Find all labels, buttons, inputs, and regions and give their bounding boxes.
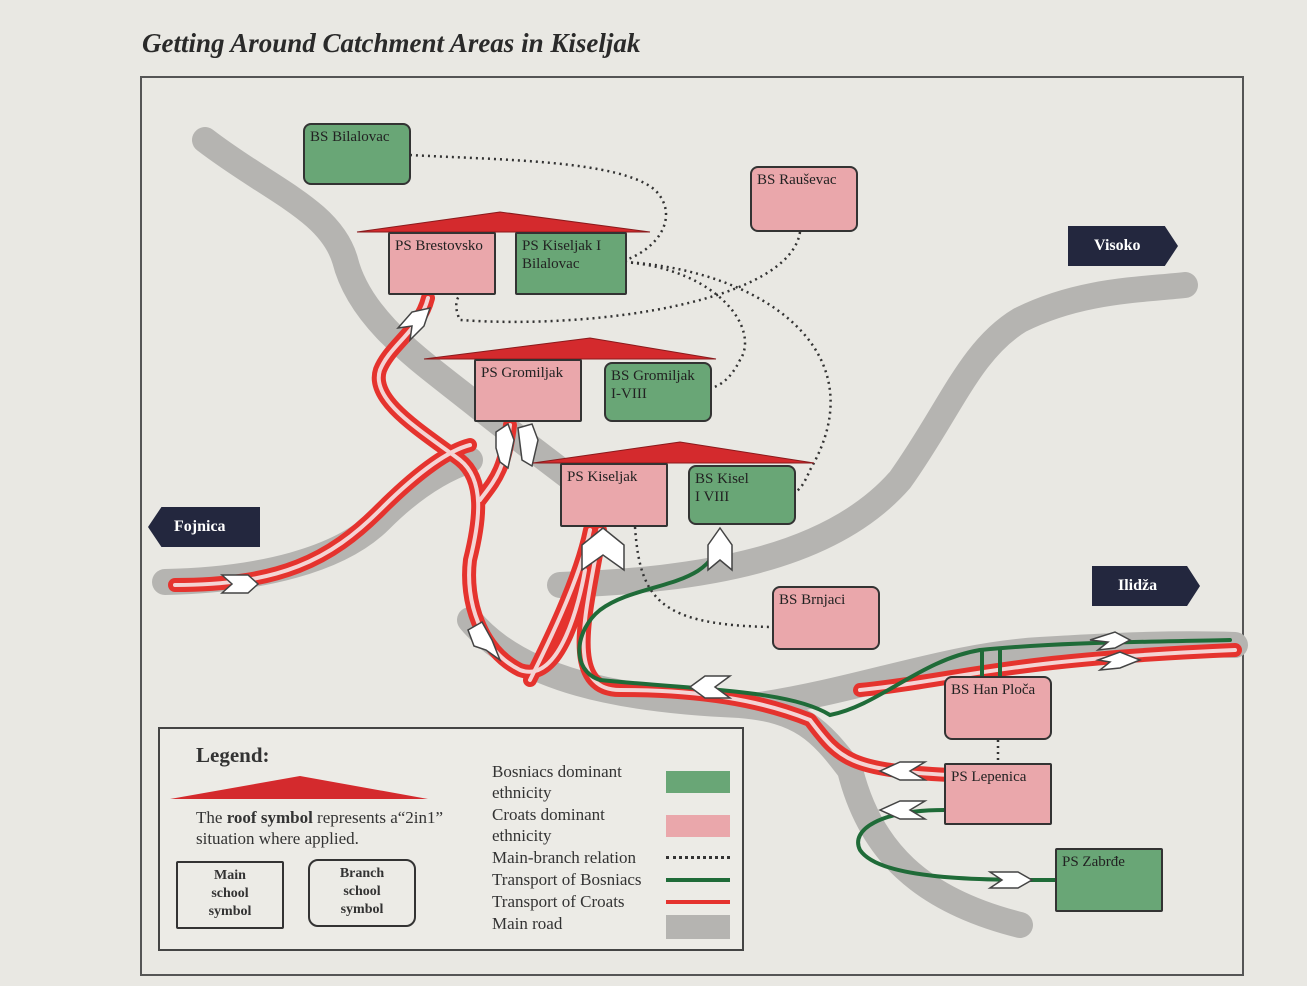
legend-main-branch: Main-branch relation bbox=[492, 848, 636, 867]
relation-rausevac-brestovsko bbox=[455, 231, 802, 324]
arrow-east-2 bbox=[1095, 651, 1143, 671]
relation-kiseljak-brnjaci bbox=[633, 526, 773, 629]
legend-title: Legend: bbox=[196, 743, 270, 767]
school-label-line2: I-VIII bbox=[611, 386, 647, 402]
legend-swatch-bosniac bbox=[666, 771, 730, 793]
arrow-west bbox=[220, 574, 260, 594]
roof-brestovsko bbox=[356, 211, 651, 233]
school-box-bs-han-ploca: BS Han Ploča bbox=[944, 676, 1052, 740]
main-branch-relation-layer bbox=[409, 153, 1000, 763]
page-title: Getting Around Catchment Areas in Kiselj… bbox=[142, 28, 641, 58]
destination-ilidza: Ilidža bbox=[1092, 566, 1200, 606]
arrow-south-west bbox=[467, 620, 502, 663]
destination-label: Visoko bbox=[1094, 237, 1141, 254]
legend-branch-school-symbol: Branch school symbol bbox=[308, 859, 416, 927]
school-label: PS Zabrđe bbox=[1062, 854, 1125, 870]
school-box-ps-gromiljak: PS Gromiljak bbox=[474, 359, 582, 422]
legend-swatch-transport-bosniacs bbox=[666, 878, 730, 882]
school-box-bs-brnjaci: BS Brnjaci bbox=[772, 586, 880, 650]
relation-kiseljak-i-kisel bbox=[624, 260, 832, 494]
croat-transport-layer bbox=[168, 291, 1242, 782]
legend-swatch-main-branch bbox=[666, 856, 730, 859]
arrow-gromiljak-2 bbox=[517, 423, 539, 468]
bosniac-route-zabrde bbox=[856, 808, 1057, 882]
school-label: PS Brestovsko bbox=[395, 238, 483, 254]
school-label-line2: I VIII bbox=[695, 489, 730, 505]
school-label: BS Rauševac bbox=[757, 172, 837, 188]
destination-visoko: Visoko bbox=[1068, 226, 1178, 266]
arrow-lepenica-green bbox=[878, 800, 928, 820]
school-box-ps-zabrde: PS Zabrđe bbox=[1055, 848, 1163, 912]
bosniac-route-kisel bbox=[577, 533, 982, 718]
school-box-ps-lepenica: PS Lepenica bbox=[944, 763, 1052, 825]
school-label: PS Lepenica bbox=[951, 769, 1027, 785]
arrow-zabrde bbox=[987, 871, 1034, 889]
bosniac-transport-layer bbox=[577, 533, 1232, 882]
school-label: PS Kiseljak bbox=[567, 469, 638, 485]
school-box-bs-gromiljak: BS Gromiljak I-VIII bbox=[604, 362, 712, 422]
legend-main-school-symbol: Main school symbol bbox=[176, 861, 284, 929]
legend-transport-bosniacs: Transport of Bosniacs bbox=[492, 870, 642, 889]
arrow-center bbox=[688, 675, 733, 699]
arrow-gromiljak-1 bbox=[495, 422, 515, 470]
school-label-line2: Bilalovac bbox=[522, 256, 580, 272]
roof-symbols bbox=[356, 211, 815, 464]
school-label: BS Bilalovac bbox=[310, 129, 390, 145]
map-frame bbox=[140, 76, 1244, 976]
arrow-east-1 bbox=[1089, 631, 1132, 652]
school-label: BS Han Ploča bbox=[951, 682, 1036, 698]
direction-arrows bbox=[220, 306, 1143, 889]
arrow-kiseljak-main bbox=[581, 527, 625, 572]
school-box-ps-kiseljak: PS Kiseljak bbox=[560, 463, 668, 527]
school-label-line1: BS Gromiljak bbox=[611, 368, 695, 384]
school-box-bs-bilalovac: BS Bilalovac bbox=[303, 123, 411, 185]
school-box-bs-kisel: BS Kisel I VIII bbox=[688, 465, 796, 525]
roof-gromiljak bbox=[423, 337, 717, 360]
school-label-line1: BS Kisel bbox=[695, 471, 749, 487]
relation-bilalovac-kiseljak-i bbox=[409, 153, 668, 264]
main-road-northeast bbox=[547, 272, 1198, 598]
legend-swatch-main-road bbox=[666, 915, 730, 939]
legend: Legend: The roof symbol represents a“2in… bbox=[158, 727, 744, 951]
relation-kiseljak-i-gromiljak bbox=[624, 260, 747, 390]
legend-roof-symbol bbox=[170, 776, 428, 799]
legend-swatch-croat bbox=[666, 815, 730, 837]
main-road-east bbox=[747, 631, 1248, 718]
legend-swatch-transport-croats bbox=[666, 900, 730, 904]
arrow-lepenica bbox=[878, 761, 928, 781]
legend-roof-description: The roof symbol represents a“2in1” situa… bbox=[196, 808, 444, 848]
destination-label: Ilidža bbox=[1118, 577, 1158, 594]
school-label-line1: PS Kiseljak I bbox=[522, 238, 602, 254]
legend-transport-croats: Transport of Croats bbox=[492, 892, 625, 911]
arrow-kisel bbox=[707, 526, 733, 572]
roof-kiseljak bbox=[532, 441, 815, 464]
main-road-northwest bbox=[192, 127, 613, 513]
destination-fojnica: Fojnica bbox=[148, 507, 260, 547]
legend-main-road: Main road bbox=[492, 914, 563, 933]
destination-label: Fojnica bbox=[174, 518, 226, 535]
school-label: PS Gromiljak bbox=[481, 365, 564, 381]
school-box-bs-rausevac: BS Rauševac bbox=[750, 166, 858, 232]
arrow-brestovsko bbox=[396, 306, 432, 343]
school-box-ps-brestovsko: PS Brestovsko bbox=[388, 232, 496, 295]
school-box-ps-kiseljak-i: PS Kiseljak I Bilalovac bbox=[515, 232, 627, 295]
school-label: BS Brnjaci bbox=[779, 592, 846, 608]
bosniac-route-east bbox=[978, 638, 1232, 652]
